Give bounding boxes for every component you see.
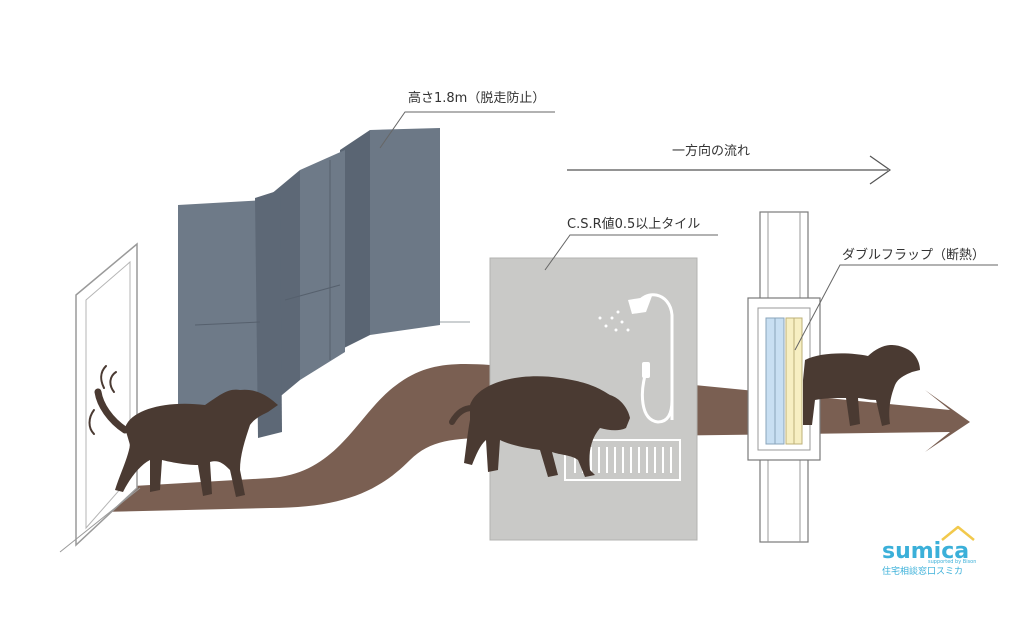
tile-label: C.S.R値0.5以上タイル (567, 216, 700, 232)
fence-leader-line (379, 111, 555, 149)
dog-icon (94, 388, 278, 497)
logo-subtitle: 住宅相談窓口スミカ (882, 565, 963, 577)
shower-head-icon (598, 293, 674, 424)
arrow-right-icon (567, 155, 892, 185)
double-flap-label: ダブルフラップ（断熱） (842, 247, 985, 263)
brand-logo: sumica supported by Bison 住宅相談窓口スミカ (882, 525, 976, 577)
house-roof-icon (941, 525, 975, 541)
wag-motion-icon (88, 365, 117, 435)
tile-leader-line (544, 234, 718, 271)
dog-icon (449, 376, 630, 477)
door-icon (59, 242, 141, 553)
logo-wordmark: sumica (882, 539, 969, 564)
flap-leader-line (794, 264, 998, 351)
pet-door-icon (747, 211, 821, 543)
logo-tagline: supported by Bison (928, 559, 976, 565)
fence-wall-icon (178, 128, 470, 438)
flow-direction-label: 一方向の流れ (672, 143, 750, 159)
fence-height-label: 高さ1.8m（脱走防止） (408, 90, 545, 106)
dog-icon (803, 344, 920, 426)
